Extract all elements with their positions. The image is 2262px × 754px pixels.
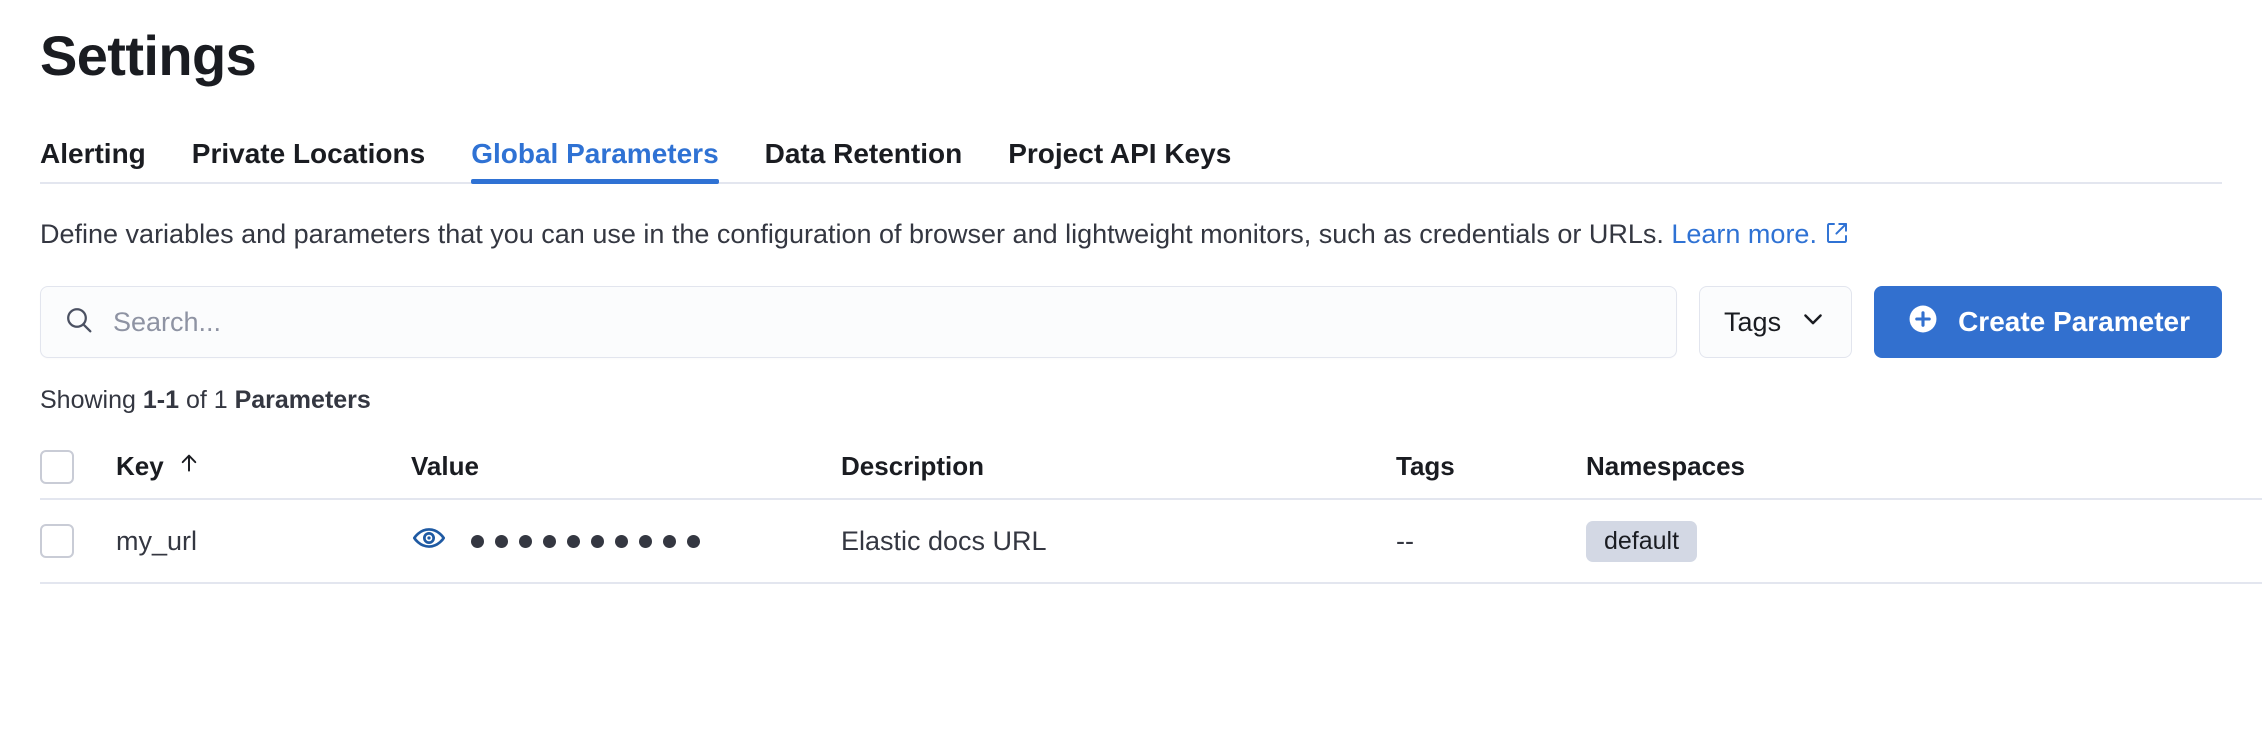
table-body: my_url: [40, 499, 2262, 584]
arrow-up-icon: [176, 450, 202, 483]
search-field[interactable]: [40, 286, 1678, 358]
column-header-key[interactable]: Key: [116, 435, 411, 500]
tab-project-api-keys[interactable]: Project API Keys: [1008, 138, 1232, 169]
parameters-table: Key Value Description Tags Namespaces Ac…: [40, 435, 2262, 584]
masked-value: [471, 534, 700, 548]
row-select-cell: [40, 499, 116, 584]
settings-tabs: Alerting Private Locations Global Parame…: [40, 126, 2222, 184]
eye-icon[interactable]: [411, 520, 447, 563]
tags-filter-button[interactable]: Tags: [1699, 286, 1853, 358]
showing-entity: Parameters: [234, 386, 371, 414]
results-count: Showing 1-1 of 1 Parameters: [40, 388, 2222, 413]
column-header-key-label: Key: [116, 451, 164, 481]
page-description: Define variables and parameters that you…: [40, 210, 2220, 260]
namespace-badge: default: [1586, 520, 1698, 562]
showing-prefix: Showing: [40, 386, 143, 414]
table-header: Key Value Description Tags Namespaces Ac…: [40, 435, 2262, 500]
column-header-tags: Tags: [1396, 435, 1586, 500]
tags-filter-label: Tags: [1724, 306, 1782, 337]
tab-alerting[interactable]: Alerting: [40, 138, 146, 169]
row-tags-cell: --: [1396, 499, 1586, 584]
column-header-actions: Actions: [2186, 435, 2262, 500]
search-icon: [63, 304, 95, 341]
row-key-cell: my_url: [116, 499, 411, 584]
table-header-row: Key Value Description Tags Namespaces Ac…: [40, 435, 2262, 500]
column-header-description: Description: [841, 435, 1396, 500]
learn-more-link[interactable]: Learn more.: [1671, 219, 1817, 249]
row-actions-cell: [2186, 499, 2262, 584]
row-description-cell: Elastic docs URL: [841, 499, 1396, 584]
showing-range: 1-1: [142, 386, 179, 414]
create-parameter-label: Create Parameter: [1958, 306, 2190, 337]
search-input[interactable]: [113, 287, 1655, 357]
description-text: Define variables and parameters that you…: [40, 219, 1672, 249]
column-header-value: Value: [411, 435, 841, 500]
select-all-header: [40, 435, 116, 500]
plus-circle-icon: [1906, 302, 1940, 343]
create-parameter-button[interactable]: Create Parameter: [1874, 286, 2222, 358]
row-checkbox[interactable]: [40, 524, 74, 558]
external-link-icon: [1825, 212, 1849, 260]
controls-row: Tags Create Parameter: [40, 286, 2222, 358]
row-value-cell: [411, 499, 841, 584]
table-row: my_url: [40, 499, 2262, 584]
page-title: Settings: [40, 24, 257, 87]
tab-global-parameters[interactable]: Global Parameters: [471, 140, 720, 184]
showing-of: of 1: [179, 386, 235, 414]
tab-private-locations[interactable]: Private Locations: [191, 138, 426, 169]
tab-data-retention[interactable]: Data Retention: [764, 138, 963, 169]
column-header-namespaces: Namespaces: [1586, 435, 2186, 500]
select-all-checkbox[interactable]: [40, 449, 74, 484]
chevron-down-icon: [1799, 305, 1827, 340]
row-namespaces-cell: default: [1586, 499, 2186, 584]
